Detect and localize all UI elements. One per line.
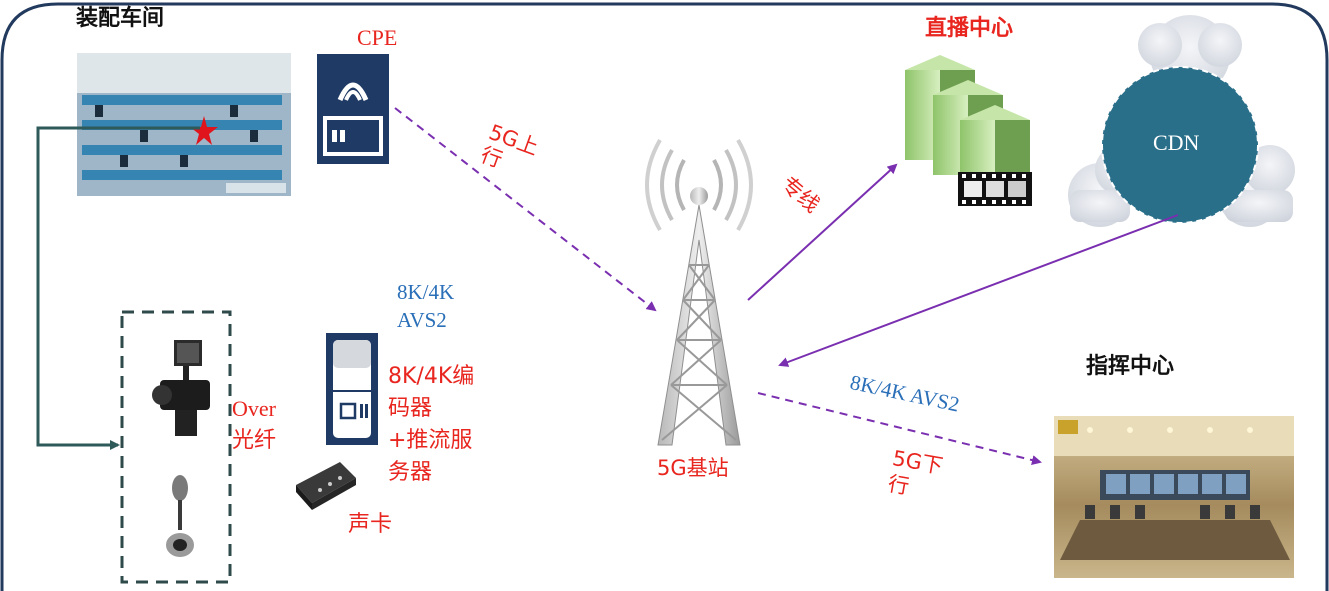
workshop-camera-link [36, 126, 200, 450]
cpe-router-icon [317, 54, 389, 164]
workshop-photo [77, 53, 291, 196]
dedicated-line-arrow [747, 163, 898, 301]
cdn-label: CDN [1153, 130, 1200, 155]
camera-icon [152, 340, 210, 436]
base-station-tower-icon [645, 139, 753, 446]
microphone-icon [166, 475, 194, 557]
fiber-label: 光纤 [232, 428, 277, 453]
command-center-photo [1054, 416, 1294, 578]
star-marker-icon [190, 116, 218, 145]
downlink-arrow [757, 392, 1042, 465]
avs-left-line2: AVS2 [397, 308, 447, 332]
sound-card-label: 声卡 [348, 512, 393, 537]
encoder-label-line3: +推流服 [388, 428, 473, 453]
live-center-server-icon [905, 55, 1032, 206]
command-center-title: 指挥中心 [1086, 354, 1175, 379]
workshop-title: 装配车间 [76, 6, 165, 31]
downlink-label: 5G下行 [886, 445, 945, 499]
over-label: Over [232, 396, 276, 421]
encoder-label-line1: 8K/4K编 [388, 364, 475, 389]
camera-group-box [120, 310, 232, 584]
avs-left-line1: 8K/4K [397, 280, 455, 304]
sound-card-icon [296, 462, 356, 510]
live-center-title: 直播中心 [925, 16, 1014, 41]
cdn-return-arrow [778, 214, 1179, 367]
cdn-cloud-icon [1068, 15, 1295, 227]
encoder-label-line2: 码器 [388, 396, 433, 421]
encoder-label-line4: 务器 [388, 460, 433, 485]
base-station-label: 5G基站 [657, 456, 729, 480]
cpe-label: CPE [357, 25, 398, 50]
encoder-icon [326, 333, 378, 445]
